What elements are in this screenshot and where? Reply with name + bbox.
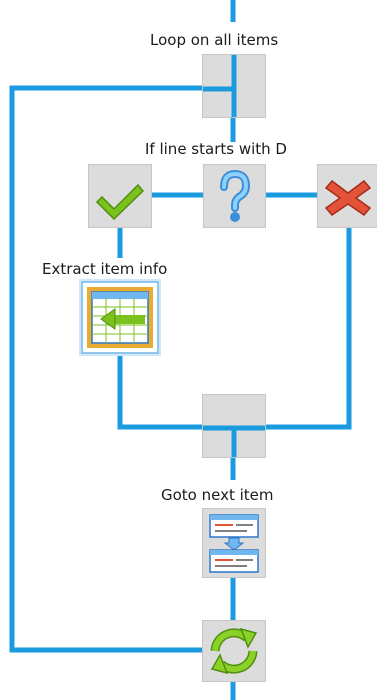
connector-loop-back: [9, 85, 202, 653]
red-x-icon: [324, 179, 372, 216]
extract-label: Extract item info: [42, 260, 168, 278]
condition-label: If line starts with D: [145, 140, 287, 158]
question-mark-icon: [220, 169, 251, 222]
connector-false-to-merge: [266, 228, 352, 430]
loop-start-node[interactable]: [202, 54, 266, 118]
goto-next-node[interactable]: [202, 508, 266, 578]
merge-node[interactable]: [202, 394, 266, 458]
loop-end-node[interactable]: [202, 620, 266, 682]
loop-bar-icon: [203, 55, 237, 117]
connector-extract-to-merge: [117, 354, 202, 430]
loop-label: Loop on all items: [150, 31, 279, 49]
cycle-arrows-icon: [210, 627, 258, 675]
true-branch-node[interactable]: [88, 164, 152, 228]
document-transfer-icon: [209, 514, 259, 573]
false-branch-node[interactable]: [317, 164, 377, 228]
extract-item-node[interactable]: [81, 281, 159, 354]
table-extract-icon: [87, 287, 153, 348]
merge-bar-icon: [203, 425, 265, 457]
condition-node[interactable]: [203, 164, 266, 228]
goto-label: Goto next item: [161, 486, 274, 504]
checkmark-icon: [95, 183, 145, 221]
